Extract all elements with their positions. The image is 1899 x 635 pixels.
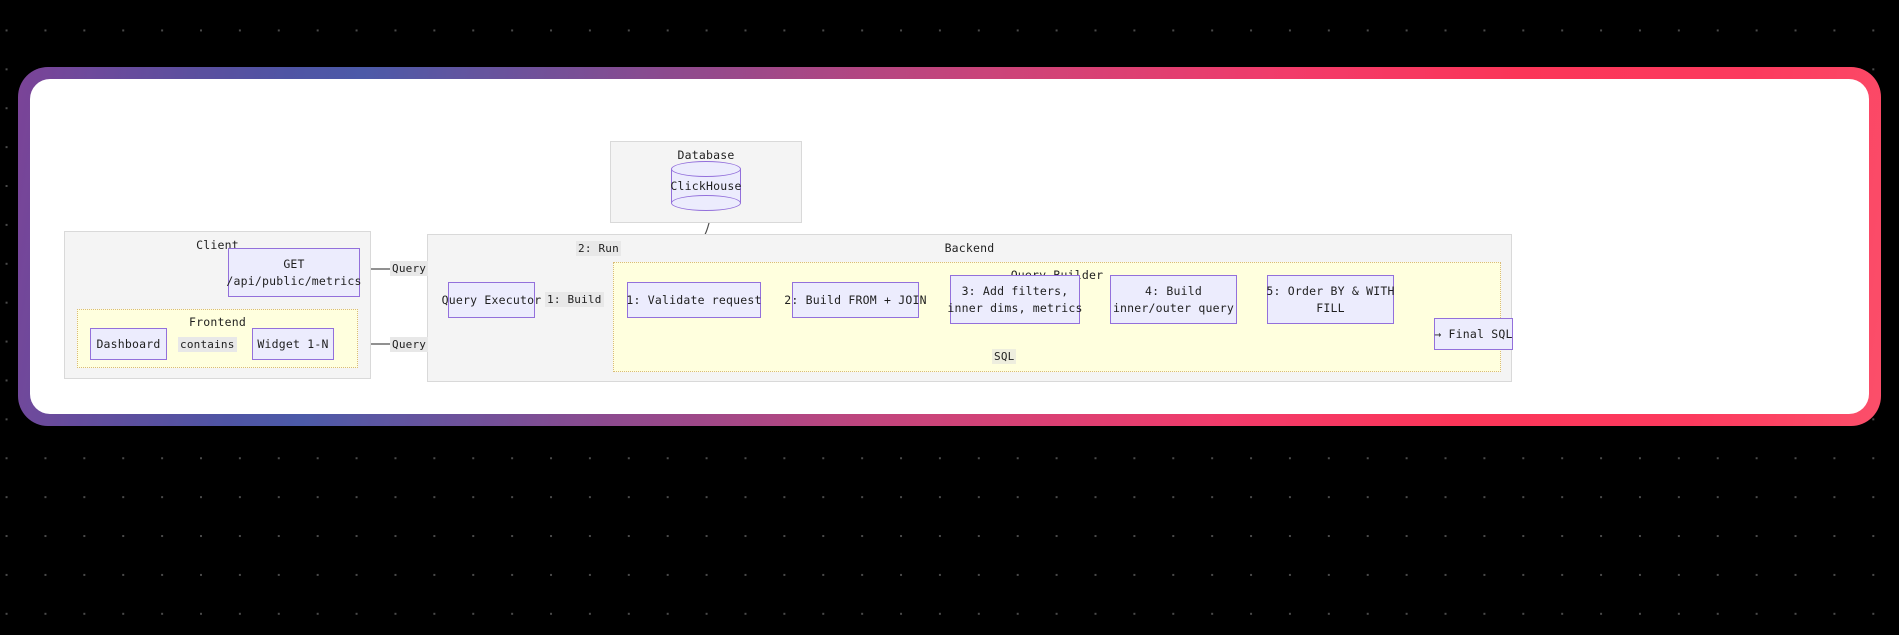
edge-label-sql: SQL <box>992 349 1017 364</box>
diagram-canvas: Client GET /api/public/metrics Frontend … <box>30 79 1869 414</box>
node-final-sql-label: → Final SQL <box>1434 326 1513 341</box>
cylinder-top <box>671 161 741 177</box>
node-step-3-add-filters[interactable]: 3: Add filters, inner dims, metrics <box>947 275 1083 324</box>
edge-label-query-from-widget: Query <box>390 337 429 352</box>
node-widget[interactable]: Widget 1-N <box>252 328 334 360</box>
node-step-2-build-from-join[interactable]: 2: Build FROM + JOIN <box>784 282 927 318</box>
node-dashboard-label: Dashboard <box>96 336 161 351</box>
node-step-5-order-by-fill[interactable]: 5: Order BY & WITH FILL <box>1266 275 1395 324</box>
node-step-4-line2: inner/outer query <box>1112 300 1235 315</box>
cluster-backend-label: Backend <box>944 241 995 255</box>
node-final-sql[interactable]: → Final SQL <box>1434 318 1513 350</box>
node-step-1-label: 1: Validate request <box>626 292 762 307</box>
node-step-5-line2: FILL <box>1316 300 1345 315</box>
cylinder-shape: ClickHouse <box>670 161 742 211</box>
node-api-endpoint[interactable]: GET /api/public/metrics <box>226 248 362 297</box>
node-widget-label: Widget 1-N <box>257 336 329 351</box>
gradient-frame: Client GET /api/public/metrics Frontend … <box>18 67 1881 426</box>
cylinder-bottom <box>671 195 741 211</box>
node-step-3-line2: inner dims, metrics <box>947 300 1083 315</box>
node-clickhouse-label: ClickHouse <box>670 178 742 193</box>
cluster-database-label: Database <box>677 148 735 162</box>
cluster-frontend-label: Frontend <box>189 315 246 329</box>
node-clickhouse[interactable]: ClickHouse <box>670 161 742 211</box>
edge-label-contains: contains <box>178 337 237 352</box>
node-query-executor-label: Query Executor <box>441 292 542 307</box>
node-step-4-build-inner-outer[interactable]: 4: Build inner/outer query <box>1110 275 1237 324</box>
edge-label-run: 2: Run <box>576 241 621 256</box>
node-step-2-label: 2: Build FROM + JOIN <box>784 292 927 307</box>
node-dashboard[interactable]: Dashboard <box>90 328 167 360</box>
diagram-card: Client GET /api/public/metrics Frontend … <box>30 79 1869 414</box>
node-query-executor[interactable]: Query Executor <box>442 282 541 318</box>
node-api-endpoint-method: GET <box>283 256 305 271</box>
node-step-1-validate[interactable]: 1: Validate request <box>626 282 762 318</box>
node-api-endpoint-path: /api/public/metrics <box>226 273 362 288</box>
node-step-5-line1: 5: Order BY & WITH <box>1266 283 1395 298</box>
node-step-3-line1: 3: Add filters, <box>961 283 1069 298</box>
edge-label-query-from-api: Query <box>390 261 429 276</box>
node-step-4-line1: 4: Build <box>1145 283 1202 298</box>
edge-label-build: 1: Build <box>545 292 604 307</box>
